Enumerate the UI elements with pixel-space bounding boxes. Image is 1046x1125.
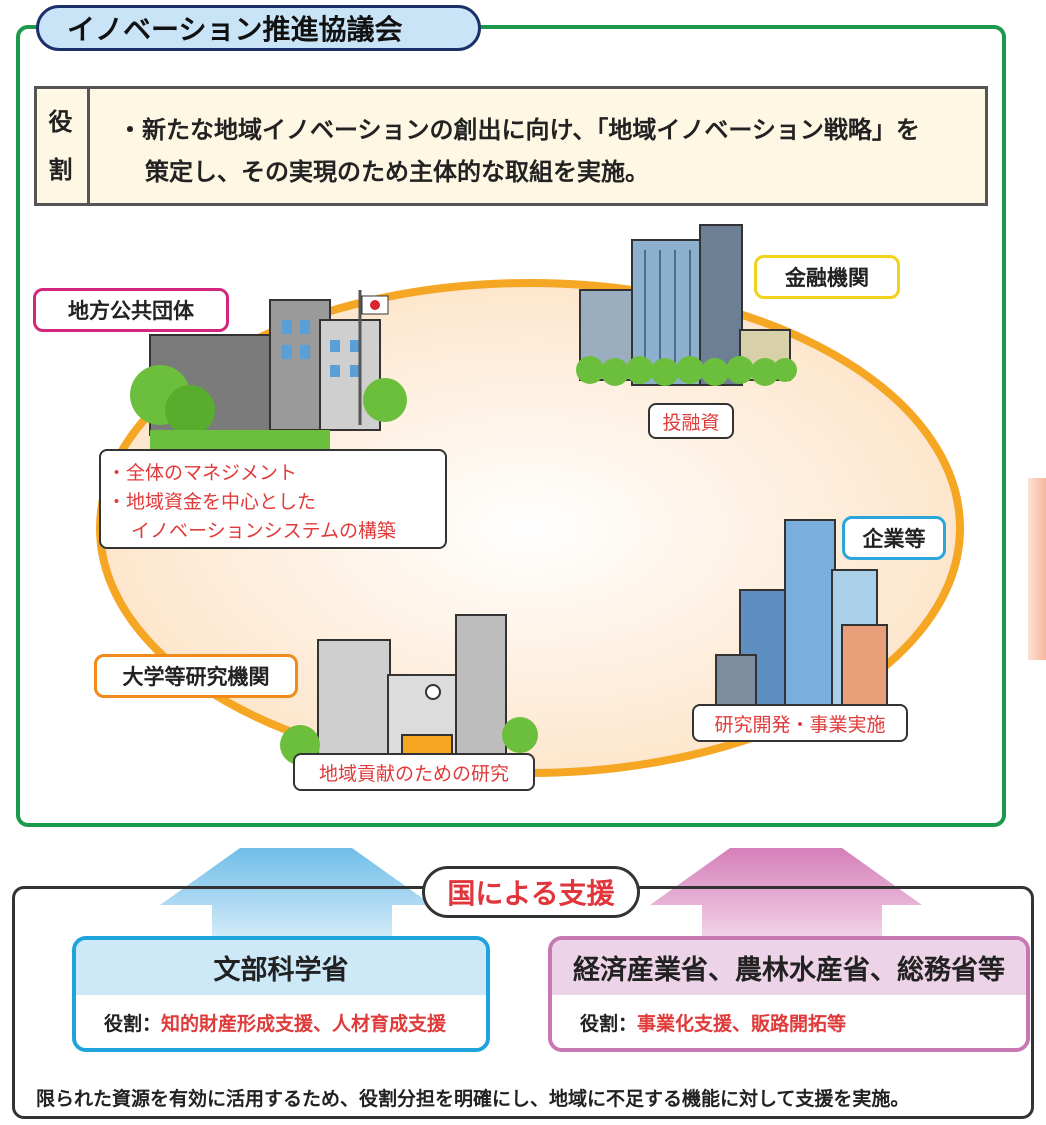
role-description-line-2: 策定し、その実現のため主体的な取組を実施。 [145,158,649,186]
other-ministries-name: 経済産業省、農林水産省、総務省等 [552,940,1026,995]
mext-role: 役割： 知的財産形成支援、人材育成支援 [76,995,486,1048]
financial-institution-label: 金融機関 [754,255,900,299]
other-ministries-box: 経済産業省、農林水産省、総務省等 役割： 事業化支援、販路開拓等 [548,936,1030,1052]
other-ministries-role: 役割： 事業化支援、販路開拓等 [552,995,1026,1048]
support-footer-note: 限られた資源を有効に活用するため、役割分担を明確にし、地域に不足する機能に対して… [36,1088,910,1110]
role-description-line-1: ・新たな地域イノベーションの創出に向け、「地域イノベーション戦略」を [118,116,920,144]
mext-role-prefix: 役割： [104,1013,162,1035]
role-label-char-2: 割 [48,156,73,184]
mext-name: 文部科学省 [76,940,486,995]
companies-label: 企業等 [842,516,946,560]
local-government-label: 地方公共団体 [33,288,229,332]
ministries-support-arrow [650,848,922,955]
mext-box: 文部科学省 役割： 知的財産形成支援、人材育成支援 [72,936,490,1052]
council-title: イノベーション推進協議会 [36,5,481,51]
local-government-note-line-2: ・地域資金を中心とした [107,491,317,513]
role-label-char-1: 役 [48,108,73,136]
university-label: 大学等研究機関 [94,654,298,698]
companies-note: 研究開発・事業実施 [692,704,908,742]
other-ministries-role-text: 事業化支援、販路開拓等 [637,1013,847,1035]
city-hall-illustration [130,290,407,450]
other-ministries-role-prefix: 役割： [580,1013,638,1035]
local-government-note-line-3: イノベーションシステムの構築 [131,520,397,542]
local-government-note-line-1: ・全体のマネジメント [107,462,298,484]
bank-tower-illustration [576,224,797,386]
mext-role-text: 知的財産形成支援、人材育成支援 [161,1013,447,1035]
council-role-box [34,86,988,206]
local-government-note: ・全体のマネジメント ・地域資金を中心とした イノベーションシステムの構築 [99,449,447,549]
side-tab [1028,478,1046,660]
university-note: 地域貢献のための研究 [293,753,535,791]
financial-institution-note: 投融資 [648,403,734,439]
mext-support-arrow [160,848,432,955]
national-support-title: 国による支援 [422,866,640,918]
council-frame [16,25,1006,827]
role-label: 役 割 [34,86,90,206]
